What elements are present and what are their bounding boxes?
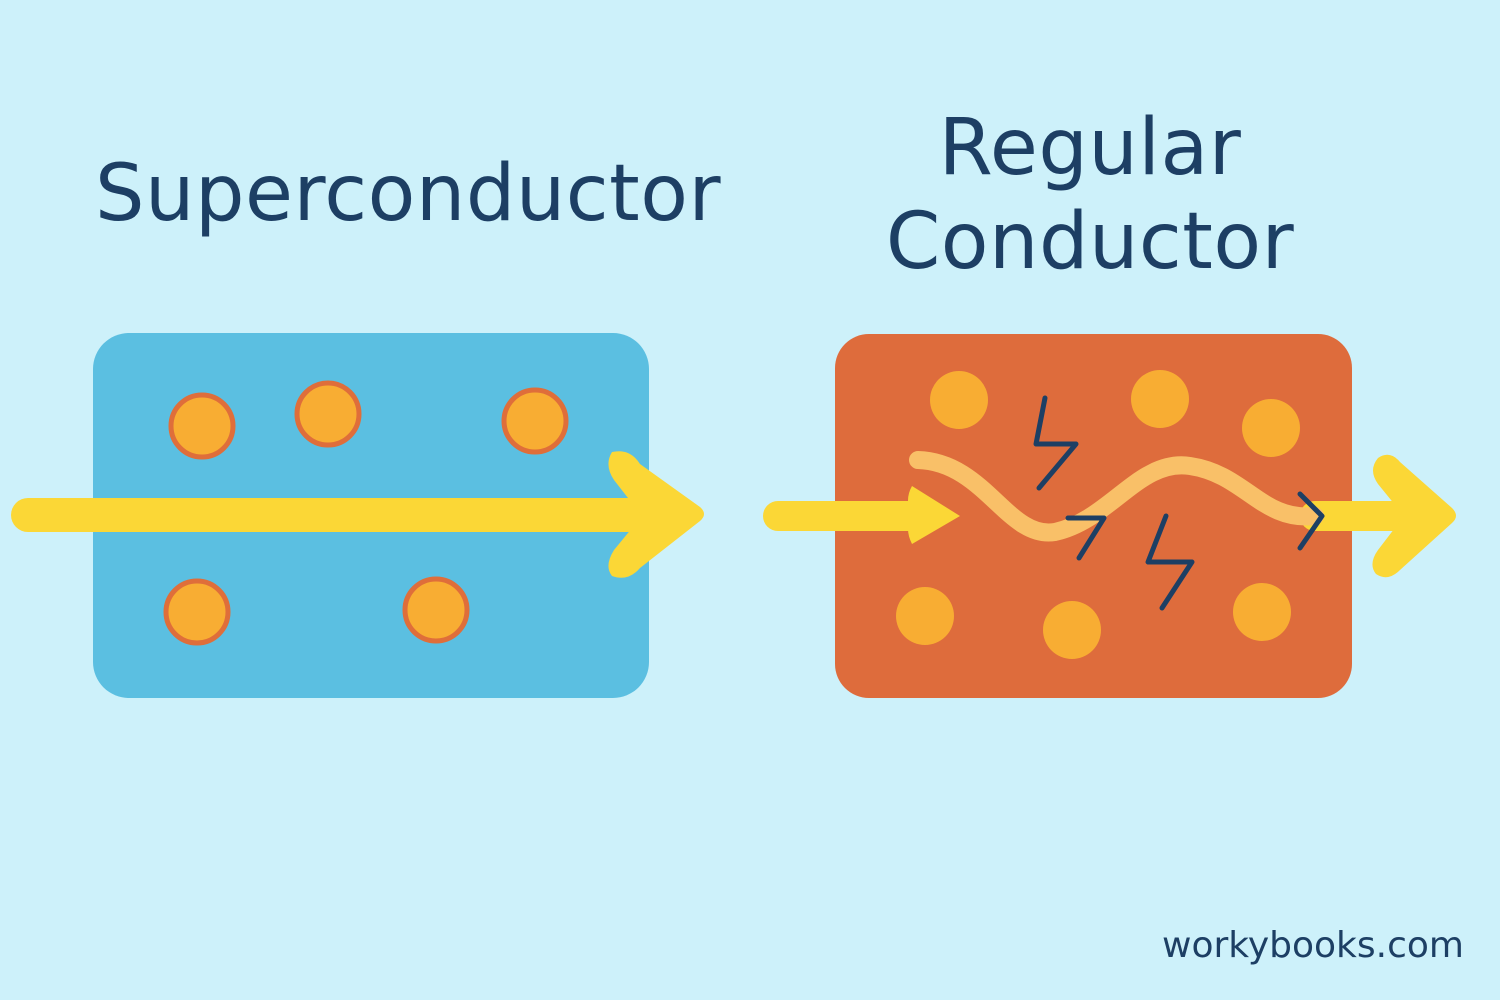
atom (168, 392, 236, 460)
regular-conductor-title: Regular Conductor (835, 102, 1345, 289)
atom (501, 387, 569, 455)
atom (1242, 399, 1300, 457)
outgoing-arrow (1300, 454, 1456, 578)
atom (1043, 601, 1101, 659)
lightning-icon (1065, 515, 1107, 561)
atom (402, 576, 470, 644)
incoming-arrow (763, 486, 960, 544)
regular-conductor-title-line2: Conductor (885, 196, 1295, 287)
wavy-electron-path (909, 451, 1324, 542)
atom (294, 380, 362, 448)
superconductor-title: Superconductor (95, 149, 722, 239)
lightning-icon (1033, 395, 1079, 491)
regular-conductor-title-line1: Regular (938, 103, 1242, 193)
atom (896, 587, 954, 645)
current-arrow-straight (11, 451, 704, 578)
lightning-icon (1145, 513, 1195, 611)
superconductor-panel (11, 333, 704, 698)
atom (930, 371, 988, 429)
small-arrowhead (1297, 491, 1325, 551)
brand-watermark: workybooks.com (1162, 925, 1464, 966)
regular-conductor-panel (763, 334, 1456, 698)
atom (1131, 370, 1189, 428)
atom (163, 578, 231, 646)
atom (1233, 583, 1291, 641)
